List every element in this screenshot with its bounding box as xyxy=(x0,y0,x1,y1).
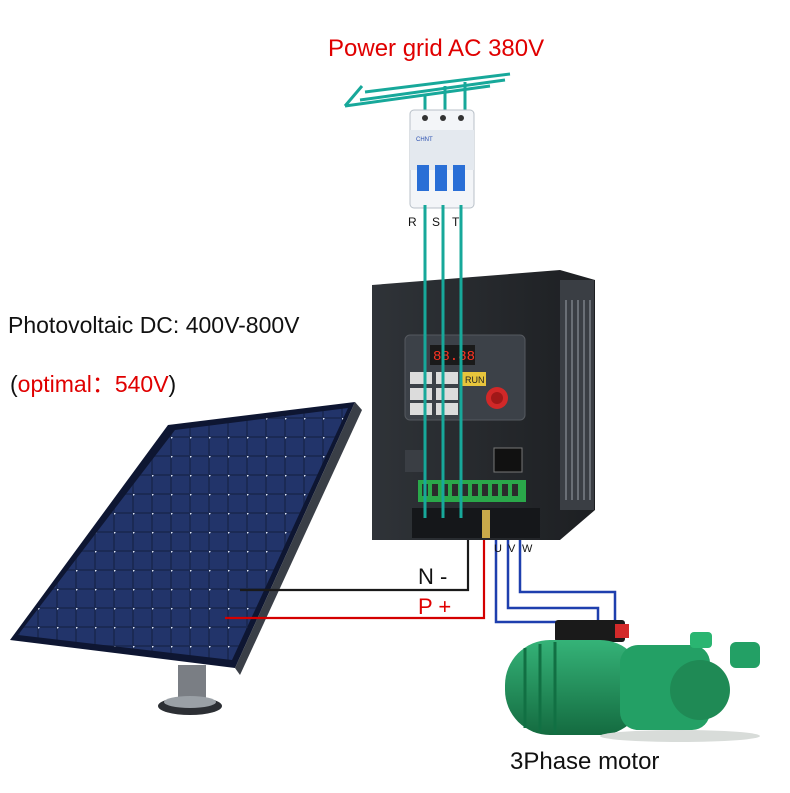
pump-motor xyxy=(505,620,760,742)
optimal-voltage-label: (optimal：540V) xyxy=(10,365,176,399)
inverter: 88.88 RUN xyxy=(372,270,595,540)
svg-text:88.88: 88.88 xyxy=(433,349,475,365)
phase-t-label: T xyxy=(452,215,460,229)
breaker-brand-text: CHNT xyxy=(416,137,433,143)
photovoltaic-label: Photovoltaic DC: 400V-800V xyxy=(8,312,300,338)
motor-wires xyxy=(494,540,617,625)
negative-terminal-label: N - xyxy=(418,564,448,589)
grid-wires xyxy=(423,205,463,518)
circuit-breaker: CHNT xyxy=(409,109,475,209)
power-grid-label: Power grid AC 380V xyxy=(328,35,545,62)
positive-terminal-label: P + xyxy=(418,594,452,619)
phase-s-label: S xyxy=(432,215,441,229)
terminal-u-label: U xyxy=(494,543,502,555)
run-button xyxy=(462,372,486,386)
motor-label: 3Phase motor xyxy=(510,748,660,775)
optimal-close-paren: ) xyxy=(168,371,177,397)
power-grid-lines xyxy=(343,72,511,112)
svg-text:RUN: RUN xyxy=(465,375,485,385)
solar-panel xyxy=(10,402,362,715)
terminal-v-label: V xyxy=(508,543,516,555)
optimal-voltage-text: optimal：540V xyxy=(17,371,169,397)
phase-r-label: R xyxy=(408,215,417,229)
optimal-open-paren: ( xyxy=(10,371,18,397)
terminal-w-label: W xyxy=(522,543,533,555)
dc-wires xyxy=(225,540,486,620)
